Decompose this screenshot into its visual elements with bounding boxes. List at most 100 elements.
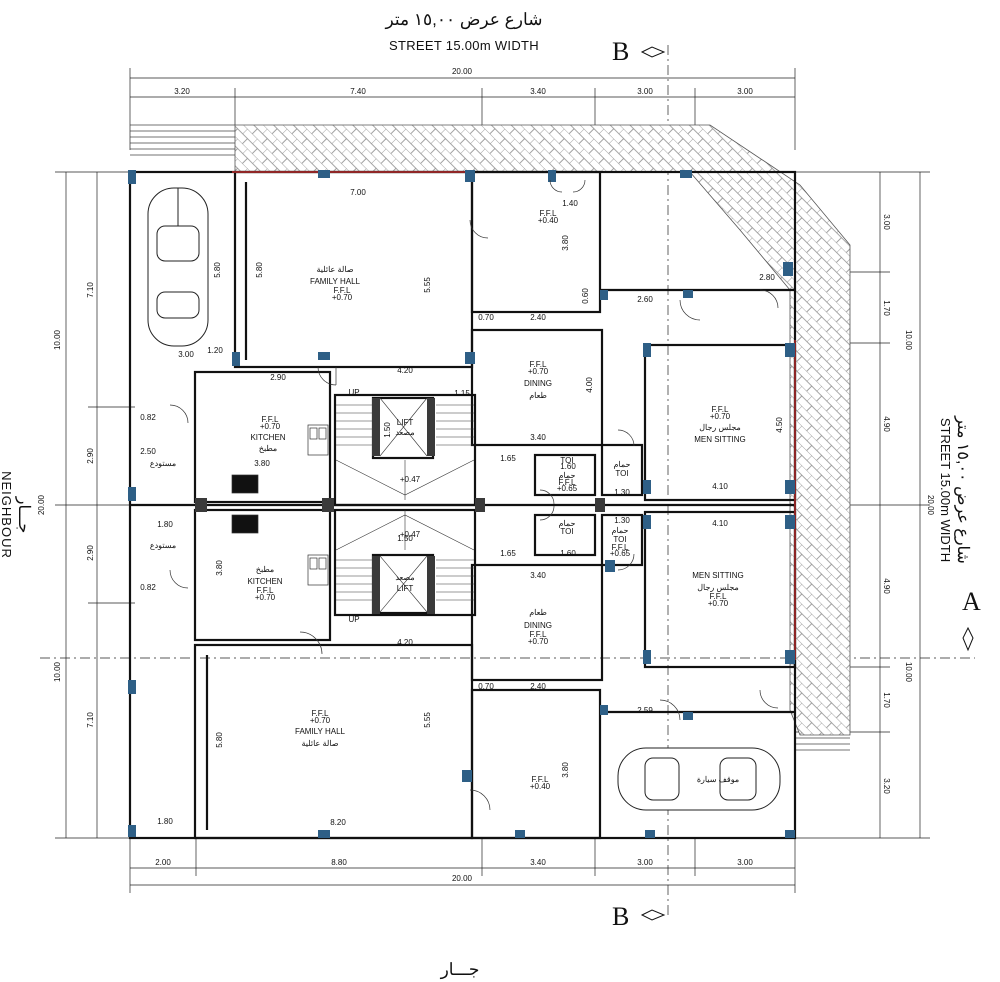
dim-right-outer-2: 10.00 (904, 662, 913, 683)
stair-treads (335, 397, 475, 613)
toi-top-en-label: TOI (560, 456, 573, 465)
right-street-label: شارع عرض ١٥,٠٠ متر STREET 15.00m WIDTH (933, 390, 973, 590)
dim-entry-top: 2.40 (530, 313, 546, 322)
toi-top2-ar: حمام (614, 460, 631, 469)
kitchen-top-en: KITCHEN (250, 433, 285, 442)
entry-bottom-level: +0.40 (530, 782, 551, 791)
dim-kitchen-width: 2.90 (270, 373, 286, 382)
dim-left-inner-3: 2.90 (86, 545, 95, 561)
dim-car-width: 3.00 (178, 350, 194, 359)
car-top (147, 187, 209, 347)
dim-lift-height: 1.50 (383, 422, 392, 438)
toi-top2-en: TOI (615, 469, 628, 478)
dim-family-depth-bottom: 5.55 (423, 712, 432, 728)
dim-bottom-4: 3.00 (637, 858, 653, 867)
dim-misc-a: 0.70 (478, 313, 494, 322)
dim-top-3: 3.40 (530, 87, 546, 96)
men-top-level: +0.70 (710, 412, 731, 421)
men-bottom-ffl: F.F.L (710, 592, 727, 601)
dim-misc-a-2: 0.70 (478, 682, 494, 691)
section-b-bottom: B (612, 902, 629, 931)
section-a: A (962, 587, 981, 616)
dim-top-1: 3.20 (174, 87, 190, 96)
family-hall-top-ffl: F.F.L (334, 286, 351, 295)
dim-family-height-top: 5.80 (213, 262, 222, 278)
toi-bottom2-ar: حمام (612, 526, 629, 535)
dim-family-width-top: 7.00 (350, 188, 366, 197)
dining-top-ffl: F.F.L (530, 360, 547, 369)
men-top-en: MEN SITTING (694, 435, 746, 444)
top-street-label-en: STREET 15.00m WIDTH (389, 38, 539, 53)
dim-toi-top: 1.60 (560, 462, 576, 471)
men-bottom-ar: مجلس رجال (697, 583, 739, 592)
dimension-labels: 20.00 20.00 20.00 3.20 7.40 3.40 3.00 3.… (37, 67, 935, 883)
lift-top-ar: مصعد (395, 428, 414, 437)
left-neighbour-en: NEIGHBOUR (0, 471, 14, 559)
dim-hall-top: 1.65 (500, 454, 516, 463)
dim-top-5: 3.00 (737, 87, 753, 96)
dim-dining-height: 4.00 (585, 377, 594, 393)
dim-entry-height-top: 3.80 (561, 235, 570, 251)
family-hall-bottom-ar: صالة عائلية (302, 739, 339, 748)
dim-dining-bottom: 3.40 (530, 571, 546, 580)
dim-men-top: 4.10 (712, 482, 728, 491)
parking-ar: موقف سيارة (697, 775, 739, 784)
kitchen-top-ar: مطبخ (259, 444, 277, 453)
family-hall-top-level: +0.70 (332, 293, 353, 302)
men-bottom-level: +0.70 (708, 599, 729, 608)
store-top-ar: مستودع (150, 459, 176, 468)
dim-misc-width: 1.20 (207, 346, 223, 355)
dim-family-depth-top: 5.55 (423, 277, 432, 293)
men-bottom-en: MEN SITTING (692, 571, 744, 580)
lift-bottom-ar: مصعد (395, 573, 414, 582)
dim-top-2: 7.40 (350, 87, 366, 96)
dim-left-outer-1: 10.00 (53, 329, 62, 350)
dim-bottom-left: 1.80 (157, 817, 173, 826)
toi-bottom-en: TOI (560, 527, 573, 536)
dining-bottom-level: +0.70 (528, 637, 549, 646)
family-hall-bottom-en: FAMILY HALL (295, 727, 346, 736)
dim-lift-width: 1.50 (397, 534, 413, 543)
dim-bottom-2: 8.80 (331, 858, 347, 867)
dim-left-inner-1: 7.10 (86, 282, 95, 298)
dining-bottom-en: DINING (524, 621, 552, 630)
stair-up-top: UP (348, 388, 359, 397)
stair-landing-bottom: +0.47 (400, 530, 421, 539)
walls (128, 170, 797, 840)
section-b-top: B (612, 37, 629, 66)
stair-up-bottom: UP (348, 615, 359, 624)
toi-bottom-level: +0.65 (610, 549, 631, 558)
entrance-steps (130, 124, 850, 751)
right-street-en: STREET 15.00m WIDTH (938, 417, 953, 563)
dim-toi-bottom: 1.60 (560, 549, 576, 558)
dining-top-ar: طعام (529, 391, 547, 400)
dim-men-height: 4.50 (775, 417, 784, 433)
kitchen-top-ffl: F.F.L (262, 415, 279, 424)
dim-right-inner-2: 1.70 (882, 300, 891, 316)
structural-columns (128, 170, 795, 838)
lift-bottom-en: LIFT (397, 584, 414, 593)
store-bottom-ar: مستودع (150, 541, 176, 550)
dim-right-inner-6: 3.20 (882, 778, 891, 794)
kitchen-bottom-level: +0.70 (255, 593, 276, 602)
stair-landing-top: +0.47 (400, 475, 421, 484)
dim-family-width-bottom: 8.20 (330, 818, 346, 827)
dim-right-inner-3: 4.90 (882, 416, 891, 432)
dining-bottom-ffl: F.F.L (530, 630, 547, 639)
dim-left-inner-4: 7.10 (86, 712, 95, 728)
toi-top-level: +0.65 (557, 484, 578, 493)
top-street-label-ar: شارع عرض ١٥,٠٠ متر (385, 10, 543, 29)
family-hall-bottom-ffl: F.F.L (312, 709, 329, 718)
dim-right-total: 20.00 (926, 495, 935, 516)
kitchen-fixtures (231, 424, 329, 586)
dim-right-inner-5: 1.70 (882, 692, 891, 708)
dim-side-c: 2.59 (637, 706, 653, 715)
dim-side-a: 2.60 (637, 295, 653, 304)
dim-family-height-top-b: 5.80 (255, 262, 264, 278)
dim-dining-top: 3.40 (530, 433, 546, 442)
dim-top-4: 3.00 (637, 87, 653, 96)
lift-top-en: LIFT (397, 418, 414, 427)
dim-left-outer-2: 10.00 (53, 661, 62, 682)
room-labels: صالة عائلية FAMILY HALL F.F.L +0.70 F.F.… (150, 209, 746, 791)
